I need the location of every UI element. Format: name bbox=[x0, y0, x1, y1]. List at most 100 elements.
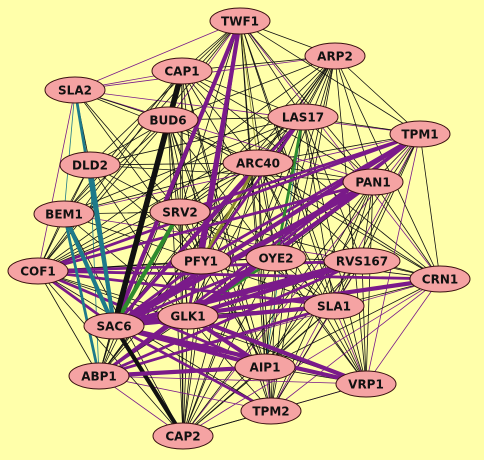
node-ellipse[interactable] bbox=[222, 149, 294, 177]
edge-pan1-crn1 bbox=[372, 181, 441, 280]
edge-cof1-tpm2 bbox=[37, 270, 272, 412]
node-rvs167[interactable]: RVS167 bbox=[323, 247, 401, 275]
edge-arc40-twf1 bbox=[239, 20, 259, 164]
node-ellipse[interactable] bbox=[409, 265, 471, 293]
edge-bem1-abp1 bbox=[62, 212, 101, 378]
node-cof1[interactable]: COF1 bbox=[7, 257, 69, 285]
node-ellipse[interactable] bbox=[44, 76, 106, 104]
edge-pfy1-arc40 bbox=[199, 161, 260, 263]
edge-cap1-srv2 bbox=[179, 70, 183, 213]
node-dld2[interactable]: DLD2 bbox=[59, 151, 121, 179]
node-ellipse[interactable] bbox=[149, 198, 211, 226]
node-label: ABP1 bbox=[81, 370, 117, 384]
node-oye2[interactable]: OYE2 bbox=[245, 244, 307, 272]
node-ellipse[interactable] bbox=[304, 42, 366, 70]
node-abp1[interactable]: ABP1 bbox=[68, 362, 130, 390]
node-label: RVS167 bbox=[336, 255, 388, 269]
node-label: GLK1 bbox=[170, 310, 205, 324]
node-ellipse[interactable] bbox=[234, 353, 296, 381]
edge-bud6-cap2 bbox=[167, 119, 184, 437]
node-label: SLA2 bbox=[58, 84, 92, 98]
node-tpm2[interactable]: TPM2 bbox=[240, 397, 302, 425]
node-label: LAS17 bbox=[282, 111, 324, 125]
node-label: PFY1 bbox=[184, 255, 218, 269]
node-tpm1[interactable]: TPM1 bbox=[389, 120, 451, 148]
node-ellipse[interactable] bbox=[240, 397, 302, 425]
node-ellipse[interactable] bbox=[151, 57, 213, 85]
edge-tpm1-crn1 bbox=[419, 133, 441, 280]
node-bud6[interactable]: BUD6 bbox=[137, 106, 199, 134]
edge-cap1-arc40 bbox=[181, 70, 259, 164]
node-cap1[interactable]: CAP1 bbox=[151, 57, 213, 85]
edge-crn1-vrp1 bbox=[365, 278, 441, 385]
node-label: OYE2 bbox=[258, 252, 293, 266]
node-ellipse[interactable] bbox=[267, 103, 339, 131]
node-bem1[interactable]: BEM1 bbox=[33, 200, 95, 228]
edge-pan1-vrp1 bbox=[365, 181, 374, 385]
node-label: BUD6 bbox=[149, 114, 186, 128]
node-ellipse[interactable] bbox=[303, 292, 365, 320]
node-label: TWF1 bbox=[221, 15, 259, 29]
node-cap2[interactable]: CAP2 bbox=[152, 422, 214, 450]
node-ellipse[interactable] bbox=[342, 168, 404, 196]
node-ellipse[interactable] bbox=[137, 106, 199, 134]
node-srv2[interactable]: SRV2 bbox=[149, 198, 211, 226]
node-label: SRV2 bbox=[162, 206, 198, 220]
edge-srv2-arp2 bbox=[179, 55, 336, 213]
node-sla2[interactable]: SLA2 bbox=[44, 76, 106, 104]
node-pfy1[interactable]: PFY1 bbox=[170, 247, 232, 275]
node-ellipse[interactable] bbox=[68, 362, 130, 390]
node-ellipse[interactable] bbox=[59, 151, 121, 179]
edge-sac6-tpm1 bbox=[111, 131, 423, 329]
edge-sla2-srv2 bbox=[74, 89, 181, 213]
edge-cof1-abp1 bbox=[37, 270, 100, 377]
edge-bem1-cap1 bbox=[63, 70, 183, 215]
edge-sac6-bem1 bbox=[61, 211, 117, 329]
node-label: DLD2 bbox=[72, 159, 108, 173]
edge-srv2-twf1 bbox=[179, 20, 241, 213]
node-las17[interactable]: LAS17 bbox=[267, 103, 339, 131]
edge-sac6-cap2 bbox=[111, 323, 186, 439]
edge-rvs167-arc40 bbox=[257, 162, 363, 262]
node-label: TPM1 bbox=[401, 128, 438, 142]
node-pan1[interactable]: PAN1 bbox=[342, 168, 404, 196]
node-ellipse[interactable] bbox=[323, 247, 401, 275]
edge-sac6-twf1 bbox=[111, 18, 243, 329]
edge-arp2-tpm1 bbox=[334, 55, 421, 135]
edge-las17-vrp1 bbox=[302, 116, 367, 385]
node-ellipse[interactable] bbox=[152, 422, 214, 450]
node-ellipse[interactable] bbox=[389, 120, 451, 148]
node-label: SLA1 bbox=[317, 300, 351, 314]
node-ellipse[interactable] bbox=[7, 257, 69, 285]
node-ellipse[interactable] bbox=[170, 247, 232, 275]
node-twf1[interactable]: TWF1 bbox=[209, 7, 271, 35]
node-ellipse[interactable] bbox=[209, 7, 271, 35]
edge-tpm2-abp1 bbox=[98, 375, 272, 412]
node-ellipse[interactable] bbox=[245, 244, 307, 272]
node-ellipse[interactable] bbox=[157, 302, 219, 330]
edge-dld2-pan1 bbox=[89, 164, 374, 183]
node-vrp1[interactable]: VRP1 bbox=[335, 370, 397, 398]
edge-vrp1-abp1 bbox=[98, 375, 367, 385]
node-sac6[interactable]: SAC6 bbox=[83, 312, 145, 340]
node-glk1[interactable]: GLK1 bbox=[157, 302, 219, 330]
edge-oye2-arp2 bbox=[275, 55, 336, 259]
node-arc40[interactable]: ARC40 bbox=[222, 149, 294, 177]
edge-sac6-arp2 bbox=[113, 55, 336, 327]
node-ellipse[interactable] bbox=[33, 200, 95, 228]
node-ellipse[interactable] bbox=[335, 370, 397, 398]
edge-pan1-sla1 bbox=[333, 181, 374, 307]
node-label: CAP1 bbox=[164, 65, 199, 79]
edge-sac6-dld2 bbox=[87, 162, 117, 329]
node-sla1[interactable]: SLA1 bbox=[303, 292, 365, 320]
edge-arc40-cof1 bbox=[37, 162, 259, 272]
node-label: VRP1 bbox=[348, 378, 384, 392]
edge-sac6-srv2 bbox=[111, 209, 183, 329]
edge-rvs167-abp1 bbox=[97, 259, 364, 378]
node-aip1[interactable]: AIP1 bbox=[234, 353, 296, 381]
node-arp2[interactable]: ARP2 bbox=[304, 42, 366, 70]
node-label: SAC6 bbox=[96, 320, 131, 334]
node-ellipse[interactable] bbox=[83, 312, 145, 340]
node-crn1[interactable]: CRN1 bbox=[409, 265, 471, 293]
